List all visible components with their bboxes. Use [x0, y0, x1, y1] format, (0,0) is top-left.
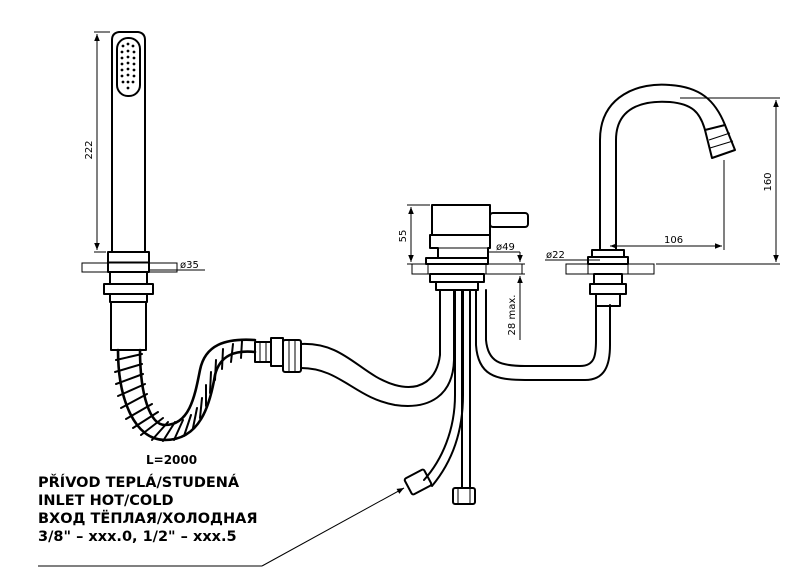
supply-hoses [403, 289, 476, 505]
dim-shower-diameter: ø35 [150, 260, 205, 271]
dim-35-label: ø35 [180, 260, 199, 271]
dim-160-label: 160 [763, 172, 774, 191]
dim-mixer-diameter: ø49 [488, 242, 520, 253]
dim-spout-height: 160 [656, 97, 780, 265]
dim-222-label: 222 [84, 140, 95, 159]
inlet-note: PŘÍVOD TEPLÁ/STUDENÁ INLET HOT/COLD ВХОД… [38, 474, 258, 546]
dim-106-label: 106 [664, 235, 683, 246]
shower-hose [114, 337, 302, 442]
dim-55-label: 55 [398, 230, 409, 243]
dim-49-label: ø49 [496, 242, 515, 253]
dim-spout-diameter: ø22 [545, 250, 600, 261]
hand-shower [81, 31, 178, 351]
dim-mount-depth: 28 max. [492, 252, 525, 340]
spout-supply-pipe [475, 289, 611, 381]
hose-length-label: L=2000 [146, 453, 197, 467]
dim-28-label: 28 max. [507, 295, 518, 336]
dim-mixer-height: 55 [398, 204, 430, 265]
note-line-sizes: 3/8" – xxx.0, 1/2" – xxx.5 [38, 529, 237, 545]
dim-spout-reach: 106 [610, 160, 725, 250]
dim-shower-length: 222 [84, 31, 110, 253]
shower-supply-pipe [300, 289, 455, 407]
note-leader [38, 487, 405, 567]
shower-holes [120, 42, 136, 90]
note-line-czech: PŘÍVOD TEPLÁ/STUDENÁ [38, 475, 240, 491]
note-line-russian: ВХОД ТЁПЛАЯ/ХОЛОДНАЯ [38, 511, 258, 527]
dim-22-label: ø22 [546, 250, 565, 261]
note-line-english: INLET HOT/COLD [38, 493, 174, 509]
shower-head [116, 37, 141, 97]
mixer-lever [489, 212, 529, 228]
spout [565, 83, 736, 307]
